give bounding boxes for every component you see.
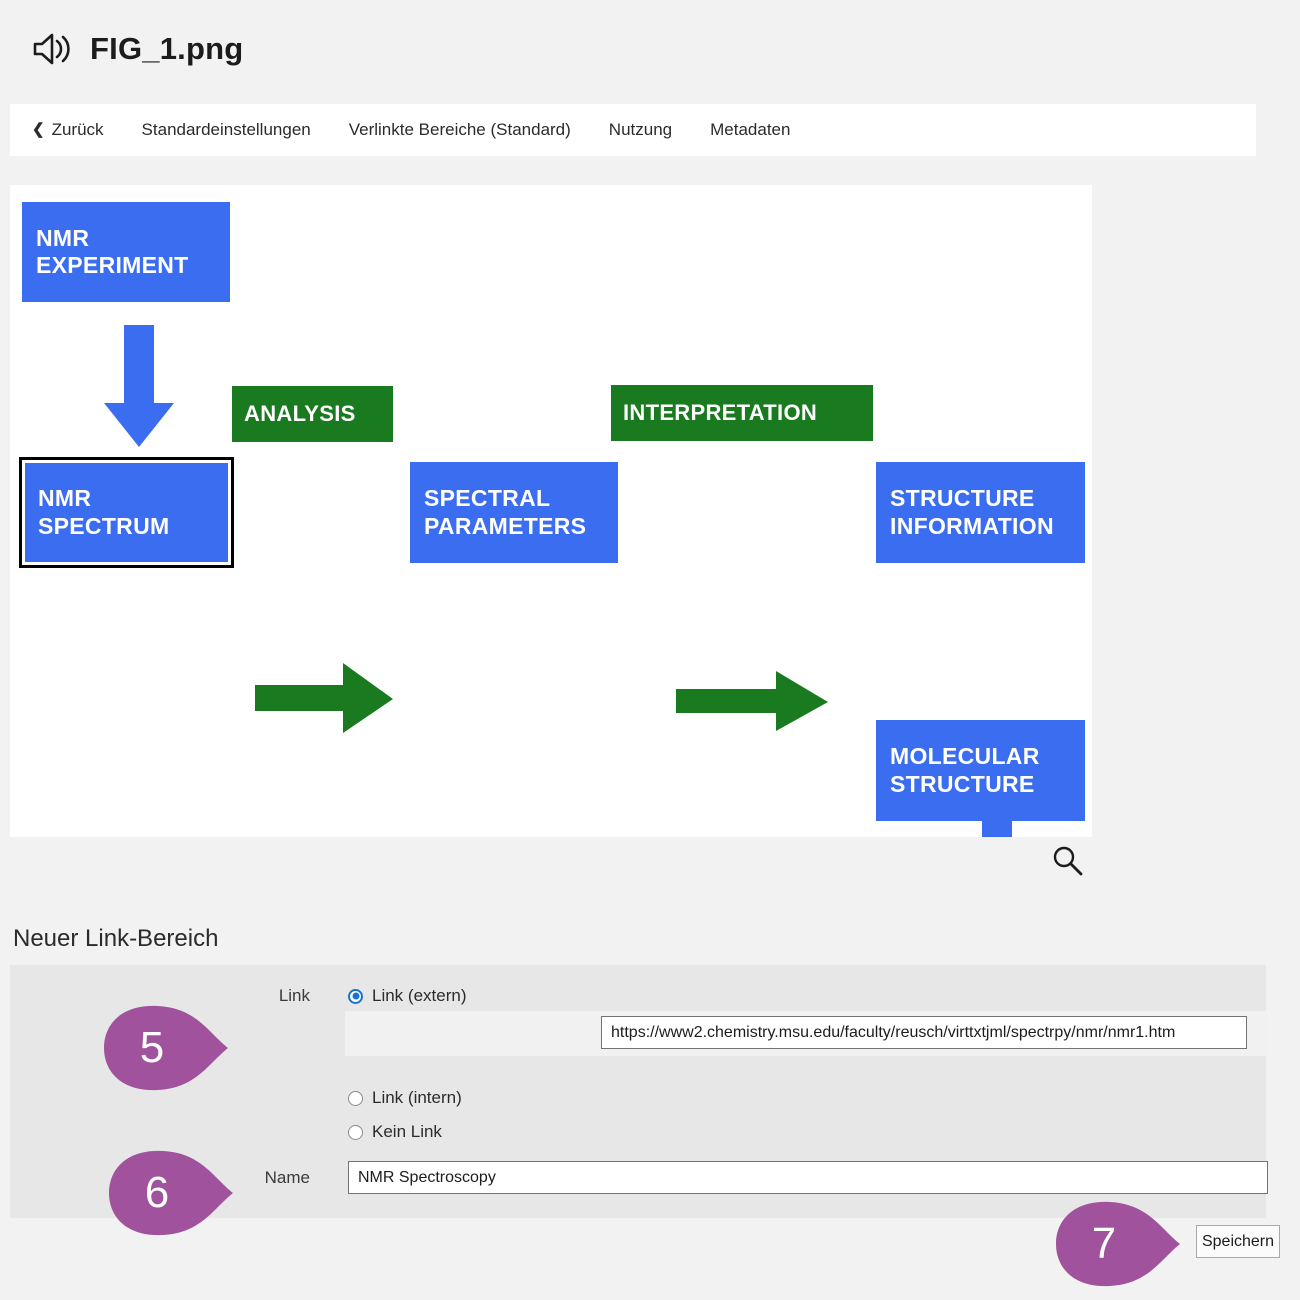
radio-kein-link[interactable]: Kein Link [348,1122,442,1142]
nmr-workflow-diagram: NMR EXPERIMENT ANALYSIS INTERPRETATION N… [10,185,1092,837]
image-preview-panel[interactable]: NMR EXPERIMENT ANALYSIS INTERPRETATION N… [10,185,1092,837]
name-field-label: Name [264,1168,310,1187]
external-link-url-input[interactable]: https://www2.chemistry.msu.edu/faculty/r… [601,1016,1247,1049]
node-line: INTERPRETATION [623,400,818,426]
node-nmr-experiment[interactable]: NMR EXPERIMENT [22,202,230,302]
node-line: MOLECULAR [890,743,1040,770]
radio-link-extern[interactable]: Link (extern) [348,986,466,1006]
node-line: PARAMETERS [424,512,587,539]
tab-standardeinstellungen[interactable]: Standardeinstellungen [141,120,311,139]
node-structure-information[interactable]: STRUCTURE INFORMATION [876,462,1085,563]
nav-back-button[interactable]: ❮ Zurück [32,120,104,140]
chevron-left-icon: ❮ [32,120,45,138]
node-line: EXPERIMENT [36,252,189,278]
node-line: SPECTRAL [424,485,551,512]
page-section-title: Neuer Link-Bereich [13,925,219,952]
arrow-spectrum-to-parameters [255,663,393,733]
node-line: SPECTRUM [38,512,170,539]
radio-link-extern-label: Link (extern) [372,986,467,1005]
radio-link-intern-indicator[interactable] [348,1090,363,1106]
node-interpretation[interactable]: INTERPRETATION [611,385,873,441]
node-line: NMR [38,485,92,512]
link-name-input[interactable]: NMR Spectroscopy [348,1161,1268,1194]
node-line: NMR [36,224,90,251]
node-line: STRUCTURE [890,485,1035,512]
radio-kein-link-indicator[interactable] [348,1124,363,1140]
magnifier-icon [1053,846,1083,876]
callout-pin-shape [1056,1201,1180,1287]
radio-link-intern-label: Link (intern) [372,1088,462,1107]
node-line: INFORMATION [890,512,1054,539]
node-analysis[interactable]: ANALYSIS [232,386,393,442]
callout-pin-shape [109,1150,233,1236]
node-line: ANALYSIS [244,401,356,427]
radio-kein-link-label: Kein Link [372,1122,442,1141]
node-nmr-spectrum[interactable]: NMR SPECTRUM [19,457,234,568]
tab-verlinkte-bereiche[interactable]: Verlinkte Bereiche (Standard) [348,120,571,139]
callout-marker-7: 7 [1052,1196,1192,1292]
save-button[interactable]: Speichern [1196,1225,1280,1258]
page-title: FIG_1.png [90,31,244,66]
arrow-parameters-to-structure [676,671,828,731]
callout-pin-shape [104,1005,228,1091]
node-spectral-parameters[interactable]: SPECTRAL PARAMETERS [410,462,618,563]
arrow-experiment-to-spectrum [104,325,174,447]
radio-link-extern-indicator[interactable] [348,988,363,1004]
page-header: FIG_1.png [0,0,1300,98]
link-field-label: Link [278,986,310,1005]
node-line: STRUCTURE [890,770,1035,797]
radio-link-intern[interactable]: Link (intern) [348,1088,462,1108]
callout-marker-5: 5 [100,1000,240,1096]
tab-nutzung[interactable]: Nutzung [608,120,673,139]
speaker-icon [30,29,74,69]
tab-metadaten[interactable]: Metadaten [710,120,791,139]
zoom-magnifier-button[interactable] [1044,838,1092,886]
navigation-bar: ❮ Zurück Standardeinstellungen Verlinkte… [10,104,1256,156]
nav-back-label: Zurück [51,120,104,139]
callout-marker-6: 6 [105,1145,245,1241]
node-molecular-structure[interactable]: MOLECULAR STRUCTURE [876,720,1085,821]
